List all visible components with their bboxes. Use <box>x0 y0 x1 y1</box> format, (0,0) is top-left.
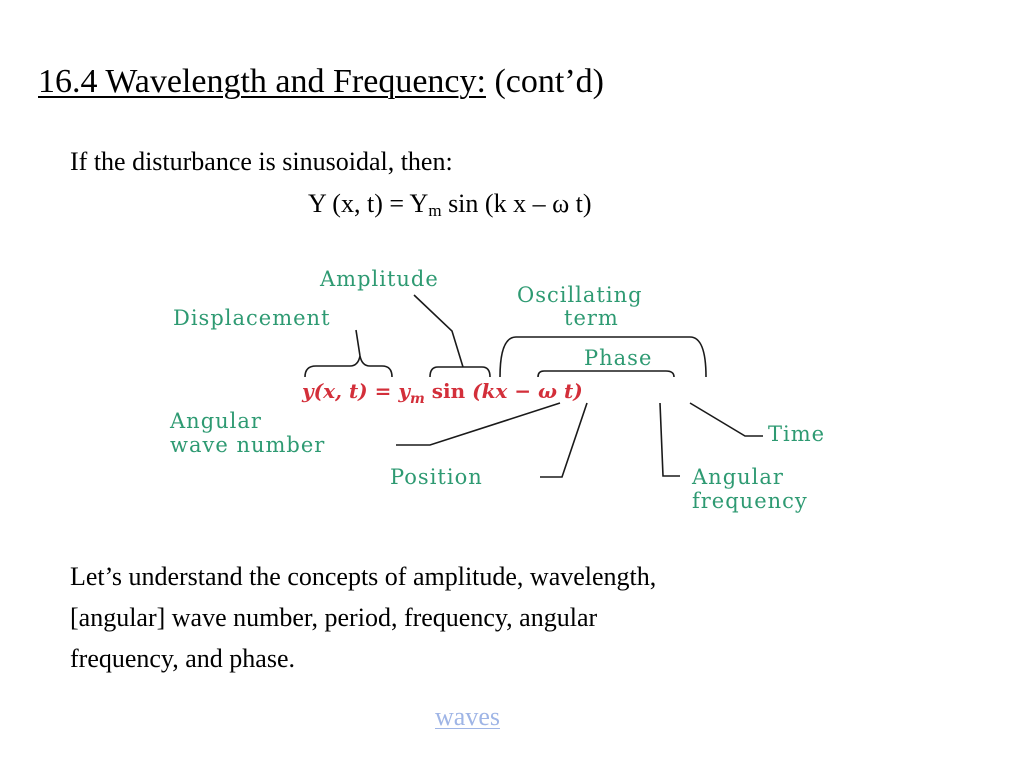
body-line-3: frequency, and phase. <box>70 644 295 673</box>
pointer-position <box>540 402 588 478</box>
label-angular-freq: Angular <box>691 465 784 489</box>
wave-equation-diagram: Amplitude Oscillating term Displacement … <box>169 267 825 513</box>
equation-subscript: m <box>428 201 442 220</box>
eq-phase: (kx − ω t) <box>472 379 583 403</box>
body-line-2: [angular] wave number, period, frequency… <box>70 603 598 632</box>
eq-ym: y <box>397 379 411 403</box>
eq-y: y <box>301 379 315 403</box>
label-wave-number: wave number <box>170 433 325 457</box>
eq-m: m <box>410 391 425 407</box>
pointer-wave-number <box>396 402 561 446</box>
body-text: Let’s understand the concepts of amplitu… <box>70 556 890 679</box>
label-amplitude: Amplitude <box>319 267 439 291</box>
pointer-angular-freq <box>659 402 680 477</box>
pointer-displacement <box>355 329 361 357</box>
brace-oscillating <box>499 336 707 378</box>
waves-link[interactable]: waves <box>435 702 500 731</box>
brace-amplitude <box>429 366 491 378</box>
title-cont: (cont’d) <box>494 63 604 100</box>
wave-equation: Y (x, t) = Ym sin (k x – ω t) <box>308 188 592 221</box>
pointer-amplitude <box>413 294 464 368</box>
pointer-time <box>689 402 763 437</box>
body-line-1: Let’s understand the concepts of amplitu… <box>70 562 657 591</box>
slide-title: 16.4 Wavelength and Frequency: (cont’d) <box>38 62 604 103</box>
label-time: Time <box>768 422 825 446</box>
diagram-equation: y(x, t) = ym sin (kx − ω t) <box>301 379 583 407</box>
label-oscillating: Oscillating <box>517 283 643 307</box>
title-main: 16.4 Wavelength and Frequency: <box>38 63 486 100</box>
brace-phase <box>537 370 675 378</box>
eq-equals: = <box>368 379 399 403</box>
label-term: term <box>564 306 619 330</box>
label-displacement: Displacement <box>173 306 331 330</box>
label-frequency: frequency <box>692 489 808 513</box>
eq-sin: sin <box>425 379 472 403</box>
intro-text: If the disturbance is sinusoidal, then: <box>70 147 453 176</box>
label-position: Position <box>390 465 483 489</box>
eq-args: (x, t) <box>314 379 368 403</box>
label-phase: Phase <box>584 346 652 370</box>
label-angular-wave: Angular <box>169 409 262 433</box>
equation-lhs: Y (x, t) = Y <box>308 189 429 218</box>
equation-rhs: sin (k x – ω t) <box>441 189 592 218</box>
brace-displacement <box>304 355 393 378</box>
